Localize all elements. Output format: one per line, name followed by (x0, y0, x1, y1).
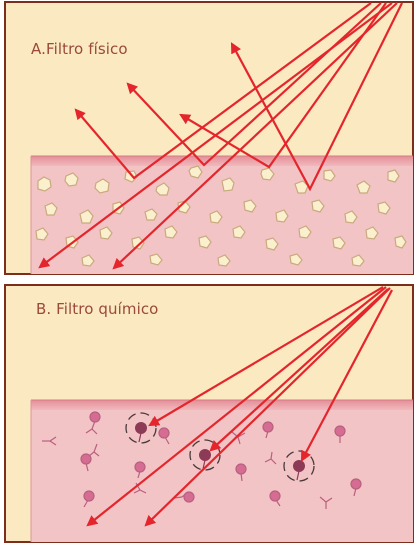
panel-b-title: B. Filtro químico (36, 300, 158, 318)
panel-b (5, 285, 413, 542)
panel-a-title: A.Filtro físico (31, 40, 128, 58)
skin-layer-b (31, 400, 413, 542)
mineral-particle (222, 178, 234, 191)
mineral-particle (38, 177, 51, 191)
